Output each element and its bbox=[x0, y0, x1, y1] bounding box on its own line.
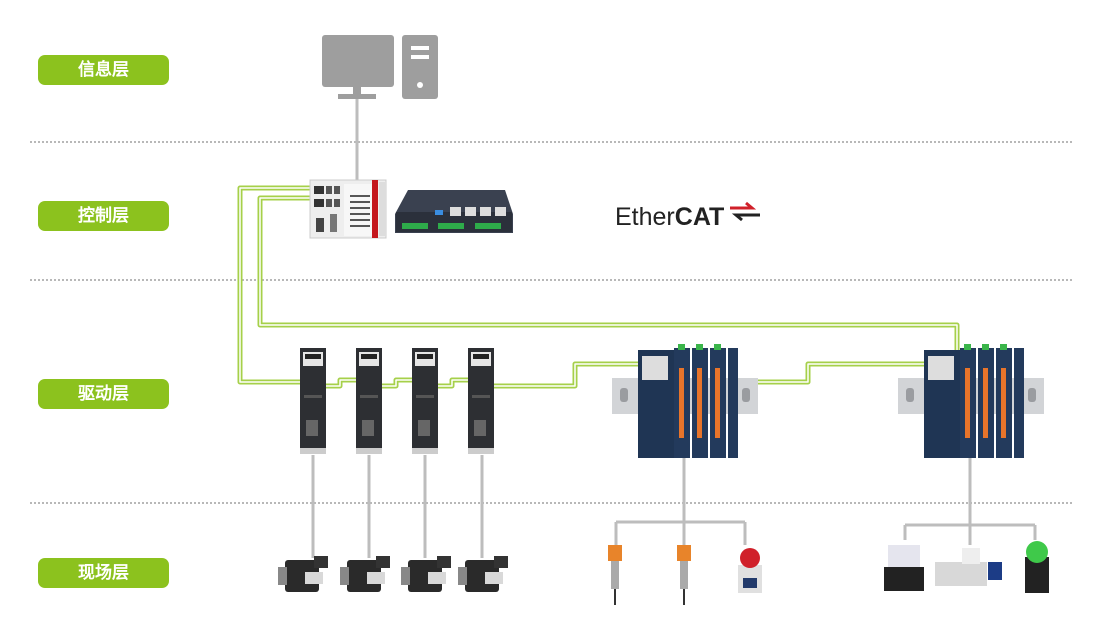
divider bbox=[30, 141, 1072, 143]
divider bbox=[30, 279, 1072, 281]
layer-control: 控制层 bbox=[38, 201, 169, 231]
ethercat-logo-arrows bbox=[730, 201, 760, 222]
ethercat-logo: EtherCAT bbox=[615, 203, 724, 232]
layer-info: 信息层 bbox=[38, 55, 169, 85]
io-modules bbox=[612, 344, 1044, 458]
logo-text-cat: CAT bbox=[674, 203, 725, 231]
computer-icon bbox=[322, 35, 438, 99]
servo-drives bbox=[300, 348, 494, 454]
wires bbox=[311, 97, 1037, 558]
plc-controller bbox=[309, 179, 387, 239]
logo-text-ether: Ether bbox=[615, 203, 675, 231]
layer-field: 现场层 bbox=[38, 558, 169, 588]
field-devices bbox=[608, 541, 1049, 605]
servo-motors bbox=[278, 556, 508, 592]
divider bbox=[30, 502, 1072, 504]
edge-controller bbox=[395, 190, 513, 233]
layer-drive: 驱动层 bbox=[38, 379, 169, 409]
